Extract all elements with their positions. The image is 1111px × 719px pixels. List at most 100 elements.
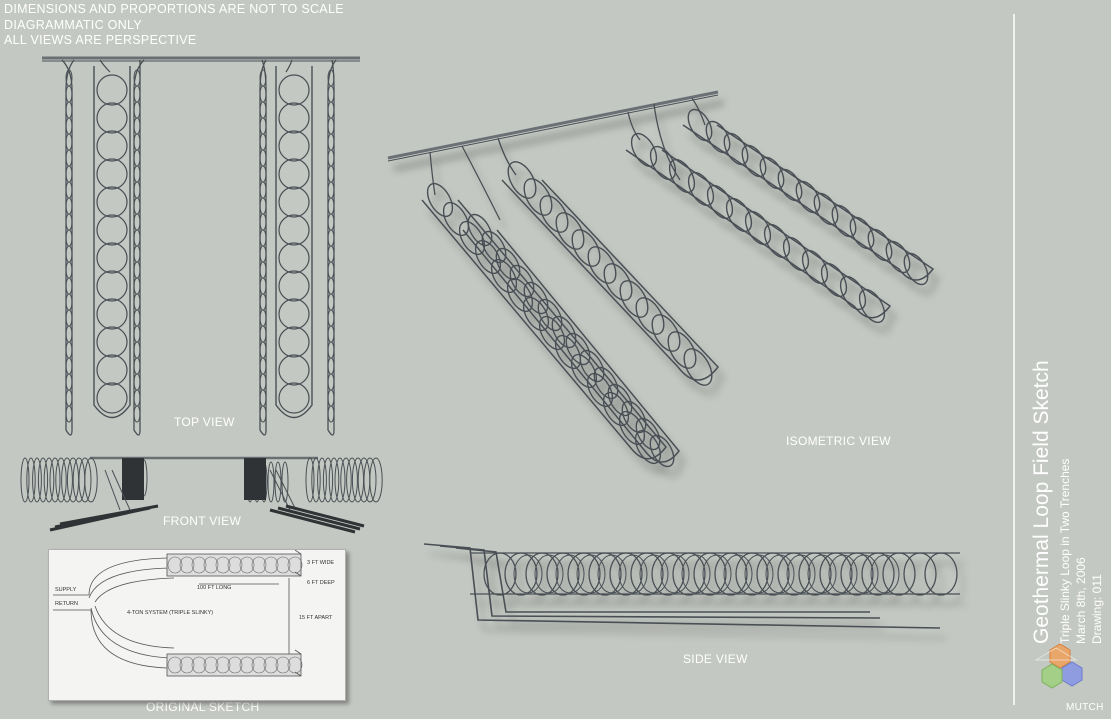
coil-loop: [259, 261, 267, 279]
coil-loop: [65, 357, 73, 375]
coil-loop: [259, 309, 267, 327]
coil-loop: [763, 223, 791, 259]
coil-loop: [555, 554, 585, 594]
coil-loop: [259, 229, 267, 247]
coil-loop: [278, 74, 310, 106]
coil-loop: [278, 242, 310, 274]
coil-loop: [96, 298, 128, 330]
coil-loop: [259, 373, 267, 391]
sketch-loop: [215, 656, 231, 674]
coil-loop: [65, 117, 73, 135]
coil-loop: [744, 210, 772, 246]
coil-loop: [861, 552, 895, 596]
coil-loop: [651, 314, 681, 352]
coil-loop: [681, 554, 711, 594]
coil-loop: [741, 144, 767, 178]
front-view-drawing: [20, 456, 383, 534]
sketch-loop: [287, 556, 303, 574]
coil-loop: [327, 85, 335, 103]
coil-loop: [828, 554, 858, 594]
coil-loop: [618, 554, 648, 594]
coil-loop: [20, 457, 30, 503]
drawing-subtitle: Triple Slinky Loop in Two Trenches: [1058, 458, 1072, 644]
coil-loop: [537, 298, 563, 332]
coil-loop: [839, 275, 867, 311]
original-sketch-image: SUPPLY RETURN 4-TON SYSTEM (TRIPLE SLINK…: [48, 549, 346, 701]
coil-loop: [65, 245, 73, 263]
coil-loop: [442, 201, 470, 237]
coil-loop: [278, 382, 310, 414]
top-view-label: TOP VIEW: [174, 415, 235, 429]
coil-loop: [702, 554, 732, 594]
coil-loop: [328, 457, 340, 503]
note-diagrammatic: DIAGRAMMATIC ONLY: [4, 17, 142, 32]
drawing-number: Drawing: 011: [1090, 574, 1104, 644]
coil-loop: [630, 552, 664, 596]
coil-loop: [807, 554, 837, 594]
coil-loop: [340, 457, 352, 503]
coil-loop: [777, 168, 803, 202]
coil-loop: [639, 554, 669, 594]
coil-loop: [327, 101, 335, 119]
coil-loop: [96, 382, 128, 414]
coil-loop: [621, 400, 647, 434]
coil-outline: [625, 149, 892, 319]
sketch-loop: [287, 656, 303, 674]
coil-loop: [777, 552, 811, 596]
drawing-notes: DIMENSIONS AND PROPORTIONS ARE NOT TO SC…: [4, 2, 344, 49]
coil-loop: [278, 102, 310, 134]
coil-loop: [259, 341, 267, 359]
coil-loop: [525, 552, 559, 596]
coil-loop: [870, 554, 900, 594]
coil-loop: [133, 229, 141, 247]
sketch-loop: [263, 556, 279, 574]
coil-loop: [327, 373, 335, 391]
coil-loop: [649, 434, 675, 468]
coil-loop: [903, 252, 929, 286]
logo-text: MUTCH: [1066, 702, 1104, 713]
coil-loop: [327, 197, 335, 215]
coil-loop: [723, 132, 749, 166]
coil-loop: [65, 405, 73, 423]
coil-loop: [683, 348, 713, 386]
sketch-wide-label: 3 FT WIDE: [307, 560, 335, 566]
coil-loop: [555, 212, 585, 250]
coil-loop: [259, 181, 267, 199]
coil-loop: [96, 130, 128, 162]
coil-loop: [327, 165, 335, 183]
coil-loop: [43, 457, 55, 503]
coil-loop: [723, 554, 753, 594]
coil-loop: [539, 195, 569, 233]
coil-loop: [259, 245, 267, 263]
coil-loop: [65, 325, 73, 343]
coil-loop: [327, 149, 335, 167]
coil-loop: [259, 277, 267, 295]
coil-loop: [714, 552, 748, 596]
coil-loop: [903, 552, 937, 596]
coil-loop: [609, 552, 643, 596]
sketch-loop: [227, 656, 243, 674]
coil-loop: [687, 171, 715, 207]
coil-loop: [786, 554, 816, 594]
sketch-return-label: RETURN: [55, 601, 78, 607]
coil-loop: [65, 293, 73, 311]
coil-loop: [551, 315, 577, 349]
coil-loop: [882, 552, 916, 596]
coil-loop: [858, 288, 886, 324]
coil-loop: [278, 186, 310, 218]
coil-loop: [96, 186, 128, 218]
coil-loop: [593, 366, 619, 400]
coil-loop: [495, 247, 521, 281]
coil-outline: [421, 199, 667, 460]
coil-loop: [65, 229, 73, 247]
coil-loop: [705, 120, 731, 154]
side-view-drawing: [423, 543, 960, 629]
coil-loop: [133, 117, 141, 135]
coil-loop: [579, 349, 605, 383]
coil-loop: [327, 117, 335, 135]
coil-loop: [259, 133, 267, 151]
coil-loop: [133, 101, 141, 119]
coil-loop: [630, 132, 658, 168]
coil-loop: [65, 197, 73, 215]
front-view-label: FRONT VIEW: [163, 514, 242, 528]
